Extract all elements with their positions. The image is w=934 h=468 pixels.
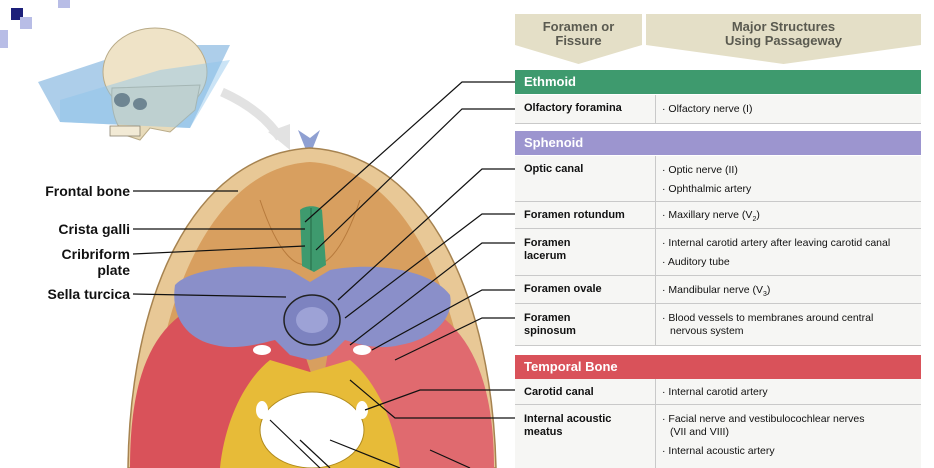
row-foramen-ovale: Foramen ovale · Mandibular nerve (V3) [515,276,921,304]
row-internal-acoustic-meatus: Internal acoustic meatus · Facial nerve … [515,405,921,468]
foramen-name: Foramen ovale [524,283,602,295]
structures-cell: · Optic nerve (II) · Ophthalmic artery [655,156,922,201]
foramen-name: Carotid canal [524,386,594,398]
small-skull-icon [38,27,230,141]
structure-subscript: 3 [762,291,767,299]
foramen-name-line: Foramen [524,237,571,249]
structure-item: · Auditory tube [662,256,730,268]
structure-text: · Mandibular nerve (V [662,284,763,296]
slide-square-light [0,30,8,48]
structures-cell: · Facial nerve and vestibulocochlear ner… [655,405,922,468]
foramen-magnum [259,391,365,468]
structure-item: · Olfactory nerve (I) [662,103,753,115]
slide-square-light [58,0,70,8]
row-optic-canal: Optic canal · Optic nerve (II) · Ophthal… [515,156,921,202]
foramen-name-line: Internal acoustic [524,413,612,425]
structure-item: (VII and VIII) [670,426,729,438]
header-structures-line1: Major Structures [731,19,836,34]
header-foramen-line2: Fissure [555,33,602,48]
foramen-name: Foramen spinosum [524,312,644,338]
section-sphenoid: Sphenoid [515,131,921,155]
structure-item: · Optic nerve (II) [662,164,738,176]
slide-square-light [20,17,32,29]
structures-cell: · Maxillary nerve (V2) [655,202,922,228]
structures-cell: · Internal carotid artery after leaving … [655,229,922,275]
structures-cell: · Olfactory nerve (I) [655,95,922,123]
structure-item: · Internal acoustic artery [662,445,775,457]
row-foramen-spinosum: Foramen spinosum · Blood vessels to memb… [515,304,921,346]
structure-item: nervous system [670,325,744,337]
structures-cell: · Blood vessels to membranes around cent… [655,304,922,345]
structure-item: · Internal carotid artery [662,386,768,398]
section-temporal: Temporal Bone [515,355,921,379]
foramen-name-line: spinosum [524,325,576,337]
label-crista-galli: Crista galli [58,221,130,237]
structures-cell: · Internal carotid artery [655,379,922,404]
structure-item: · Internal carotid artery after leaving … [662,237,891,249]
label-frontal-bone: Frontal bone [45,183,130,199]
row-carotid-canal: Carotid canal · Internal carotid artery [515,379,921,405]
structure-text: ) [766,284,771,296]
foramen-name: Olfactory foramina [524,102,622,114]
structure-item: · Mandibular nerve (V3) [662,284,920,301]
structure-item: · Blood vessels to membranes around cent… [662,312,874,324]
structure-text: · Maxillary nerve (V [662,209,753,221]
label-cribriform-line2: plate [97,262,130,278]
foramen-name-line: lacerum [524,250,567,262]
section-ethmoid: Ethmoid [515,70,921,94]
row-foramen-lacerum: Foramen lacerum · Internal carotid arter… [515,229,921,276]
structure-item: · Facial nerve and vestibulocochlear ner… [662,413,865,425]
header-foramen-line1: Foramen or [542,19,615,34]
row-foramen-rotundum: Foramen rotundum · Maxillary nerve (V2) [515,202,921,229]
row-olfactory-foramina: Olfactory foramina · Olfactory nerve (I) [515,95,921,124]
foramen-name: Foramen lacerum [524,237,644,263]
foramen-name: Optic canal [524,163,584,175]
label-sella-turcica: Sella turcica [47,286,131,302]
foramen-name: Foramen rotundum [524,209,625,221]
structure-subscript: 2 [752,216,757,224]
foramen-name: Internal acoustic meatus [524,413,644,439]
foramen-name-line: meatus [524,426,563,438]
structure-item: · Maxillary nerve (V2) [662,209,920,226]
crista-spike [298,130,320,150]
label-cribriform-line1: Cribriform [61,246,130,262]
foramen-name-line: Foramen [524,312,571,324]
label-cribriform: Cribriform plate [38,246,130,278]
cribriform-plate [300,206,326,272]
structures-cell: · Mandibular nerve (V3) [655,276,922,303]
structure-item: · Ophthalmic artery [662,183,752,195]
structure-text: ) [756,209,760,221]
header-structures-line2: Using Passageway [724,33,843,48]
